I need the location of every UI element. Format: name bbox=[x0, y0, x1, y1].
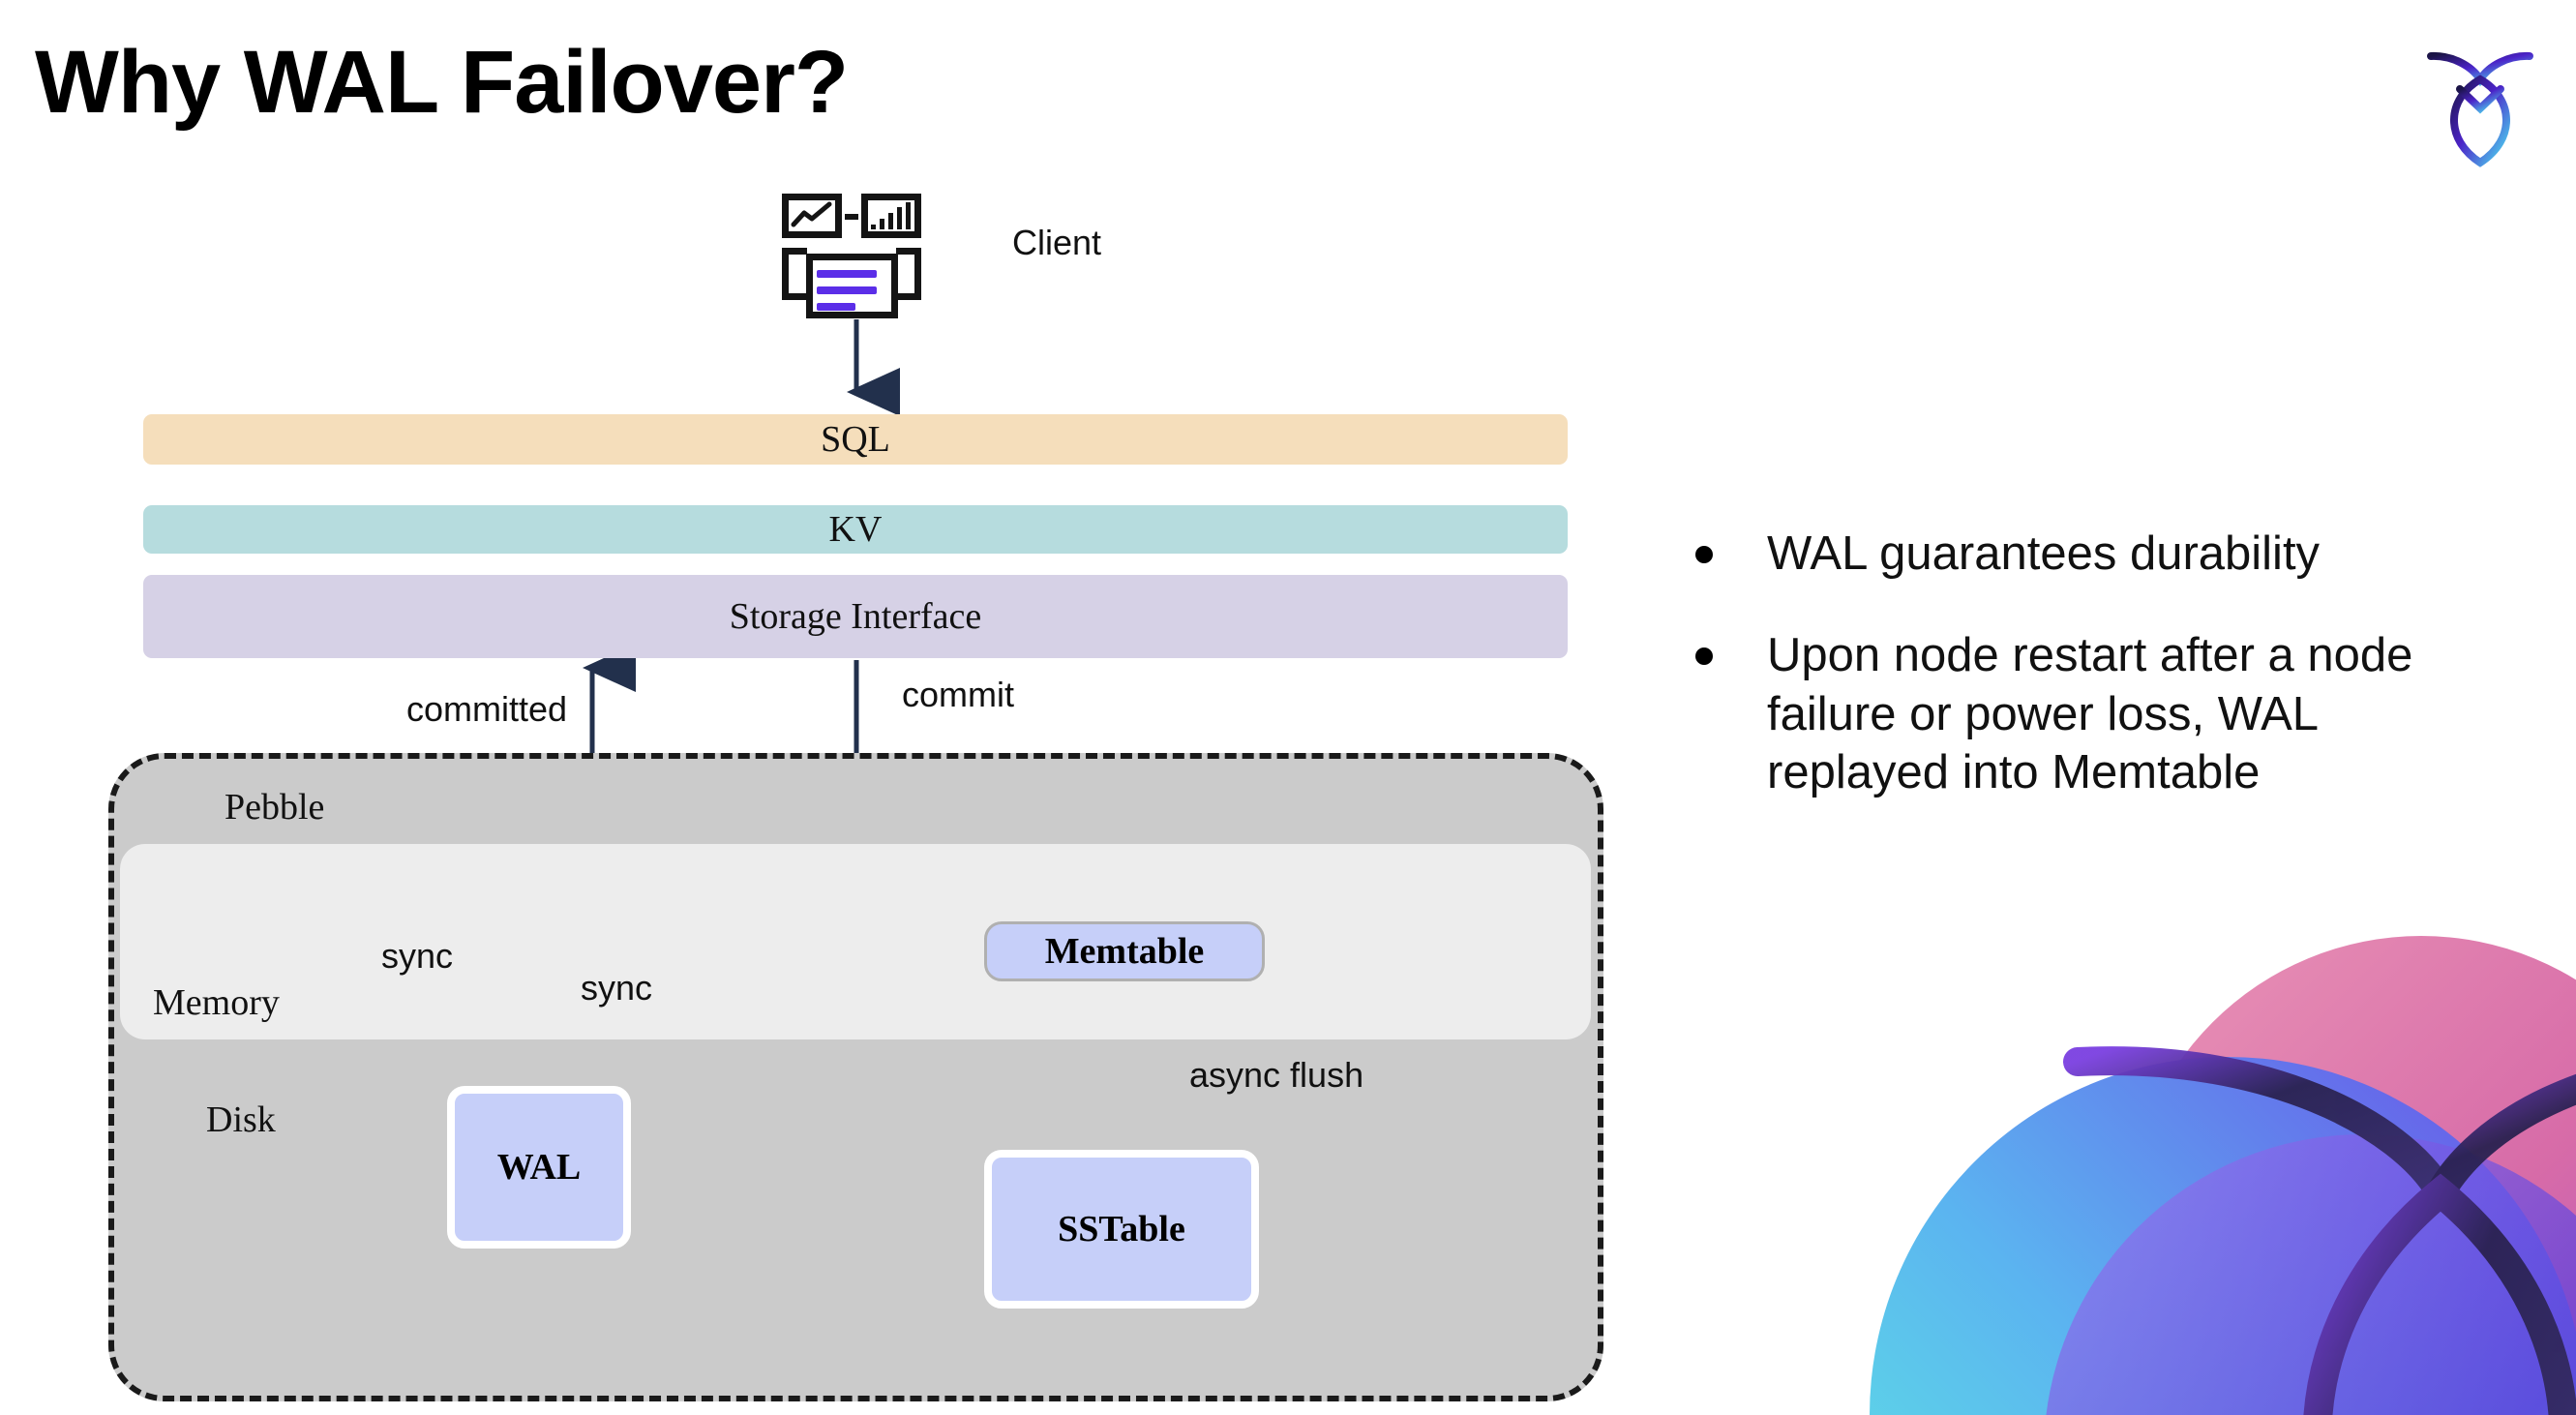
layer-label: KV bbox=[828, 509, 883, 550]
cockroachdb-logo bbox=[2427, 51, 2533, 167]
bullet-dot-icon bbox=[1695, 647, 1713, 665]
bullet-list: WAL guarantees durability Upon node rest… bbox=[1695, 525, 2499, 845]
edge-label-committed: committed bbox=[406, 689, 568, 729]
node-label: WAL bbox=[496, 1147, 582, 1188]
decorative-circles bbox=[1870, 936, 2576, 1415]
page-title: Why WAL Failover? bbox=[35, 33, 849, 132]
client-dashboard-icon bbox=[774, 194, 939, 319]
layer-label: SQL bbox=[821, 419, 890, 460]
client-label: Client bbox=[1012, 223, 1102, 262]
bullet-text: WAL guarantees durability bbox=[1767, 527, 2321, 580]
disk-label: Disk bbox=[206, 1099, 276, 1140]
layer-bar-storage[interactable]: Storage Interface bbox=[143, 575, 1568, 658]
architecture-diagram: Client bbox=[108, 194, 1603, 1401]
edge-label-sync-1: sync bbox=[381, 936, 454, 976]
layer-bar-kv[interactable]: KV bbox=[143, 505, 1568, 554]
node-wal[interactable]: WAL bbox=[447, 1086, 631, 1249]
node-memtable[interactable]: Memtable bbox=[984, 921, 1265, 981]
node-label: SSTable bbox=[1058, 1209, 1185, 1249]
edge-label-async-flush: async flush bbox=[1189, 1055, 1364, 1095]
node-label: Memtable bbox=[1044, 931, 1205, 972]
bullet-dot-icon bbox=[1695, 546, 1713, 563]
edge-label-sync-2: sync bbox=[581, 968, 653, 1008]
layer-bar-sql[interactable]: SQL bbox=[143, 414, 1568, 465]
memory-zone bbox=[120, 844, 1591, 1039]
layer-label: Storage Interface bbox=[729, 596, 982, 637]
edge-label-commit: commit bbox=[902, 675, 1014, 714]
bullet-text: Upon node restart after a node failure o… bbox=[1767, 628, 2413, 799]
node-sstable[interactable]: SSTable bbox=[984, 1150, 1259, 1309]
list-item: Upon node restart after a node failure o… bbox=[1695, 626, 2499, 802]
list-item: WAL guarantees durability bbox=[1695, 525, 2499, 584]
memory-label: Memory bbox=[153, 982, 280, 1023]
pebble-label: Pebble bbox=[225, 787, 325, 828]
